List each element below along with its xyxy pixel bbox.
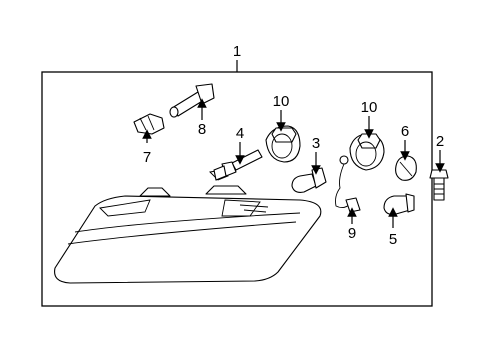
headlamp-housing — [54, 169, 322, 284]
wedge-bulb-icon — [133, 113, 165, 135]
socket-icon — [395, 155, 417, 181]
callout-7: 7 — [143, 149, 151, 166]
callout-3: 3 — [312, 135, 320, 152]
callout-4: 4 — [236, 125, 244, 142]
signal-bulb-icon — [383, 193, 415, 215]
dust-cap-icon-2 — [349, 133, 385, 171]
bulb-icon — [291, 167, 327, 193]
socket-bulb-icon — [169, 83, 215, 118]
callout-10b: 10 — [361, 99, 378, 116]
callout-8: 8 — [198, 121, 206, 138]
callout-6: 6 — [401, 123, 409, 140]
callout-9: 9 — [348, 225, 356, 242]
callout-5: 5 — [389, 231, 397, 248]
callout-2: 2 — [436, 133, 444, 150]
callout-10a: 10 — [273, 93, 290, 110]
callout-1: 1 — [233, 43, 241, 60]
dust-cap-icon — [265, 125, 301, 163]
bolt-icon — [429, 169, 449, 201]
halogen-bulb-icon — [213, 149, 263, 181]
